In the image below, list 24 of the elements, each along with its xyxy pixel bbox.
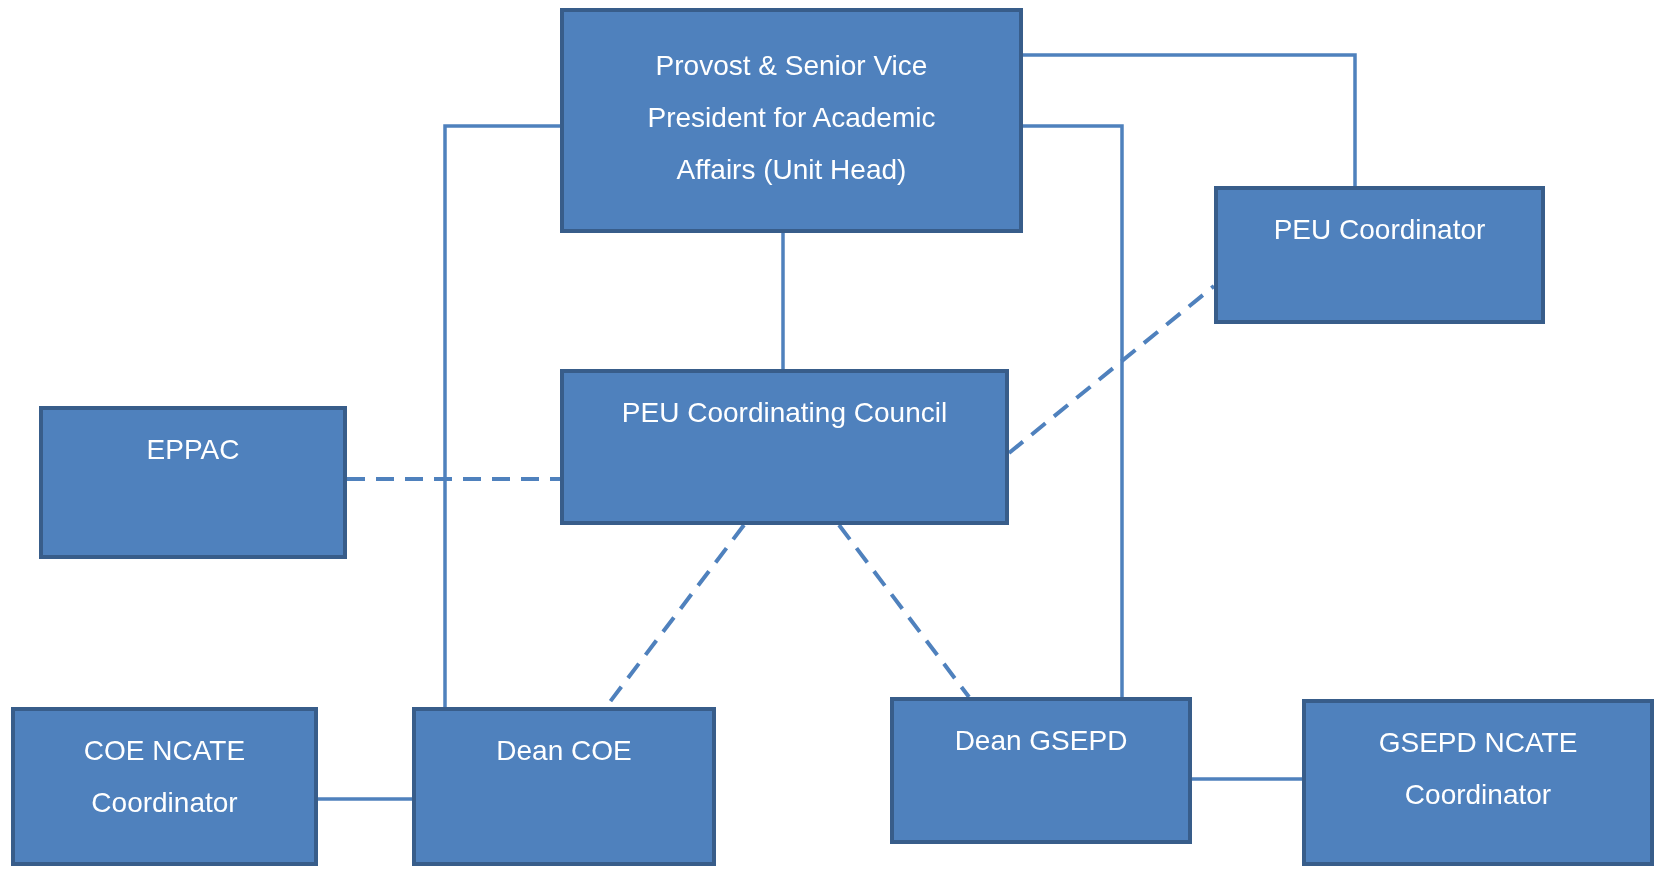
connector-line <box>781 233 785 369</box>
org-box <box>11 707 318 866</box>
connector-line <box>1192 777 1302 781</box>
box-label: PEU Coordinating Council <box>621 396 948 430</box>
org-box <box>890 697 1192 844</box>
connector-line <box>1023 53 1357 186</box>
org-box <box>1214 186 1545 324</box>
org-box <box>412 707 716 866</box>
box-label: COE NCATE Coordinator <box>82 734 247 820</box>
connector-line <box>318 797 412 801</box>
org-box <box>560 369 1009 525</box>
box-label: GSEPD NCATE Coordinator <box>1377 726 1579 812</box>
dashed-connector <box>347 477 560 481</box>
org-box <box>1302 699 1654 866</box>
box-label: EPPAC <box>146 433 240 467</box>
box-label: Provost & Senior Vice President for Academic Affairs (Unit Head) <box>646 49 937 187</box>
dashed-connector <box>837 523 971 699</box>
connector-line <box>443 124 560 707</box>
connector-line <box>1023 124 1124 697</box>
box-label: Dean COE <box>496 734 632 768</box>
org-box <box>39 406 347 559</box>
org-box <box>560 8 1023 233</box>
box-label: Dean GSEPD <box>954 724 1128 758</box>
box-label: PEU Coordinator <box>1273 213 1486 247</box>
